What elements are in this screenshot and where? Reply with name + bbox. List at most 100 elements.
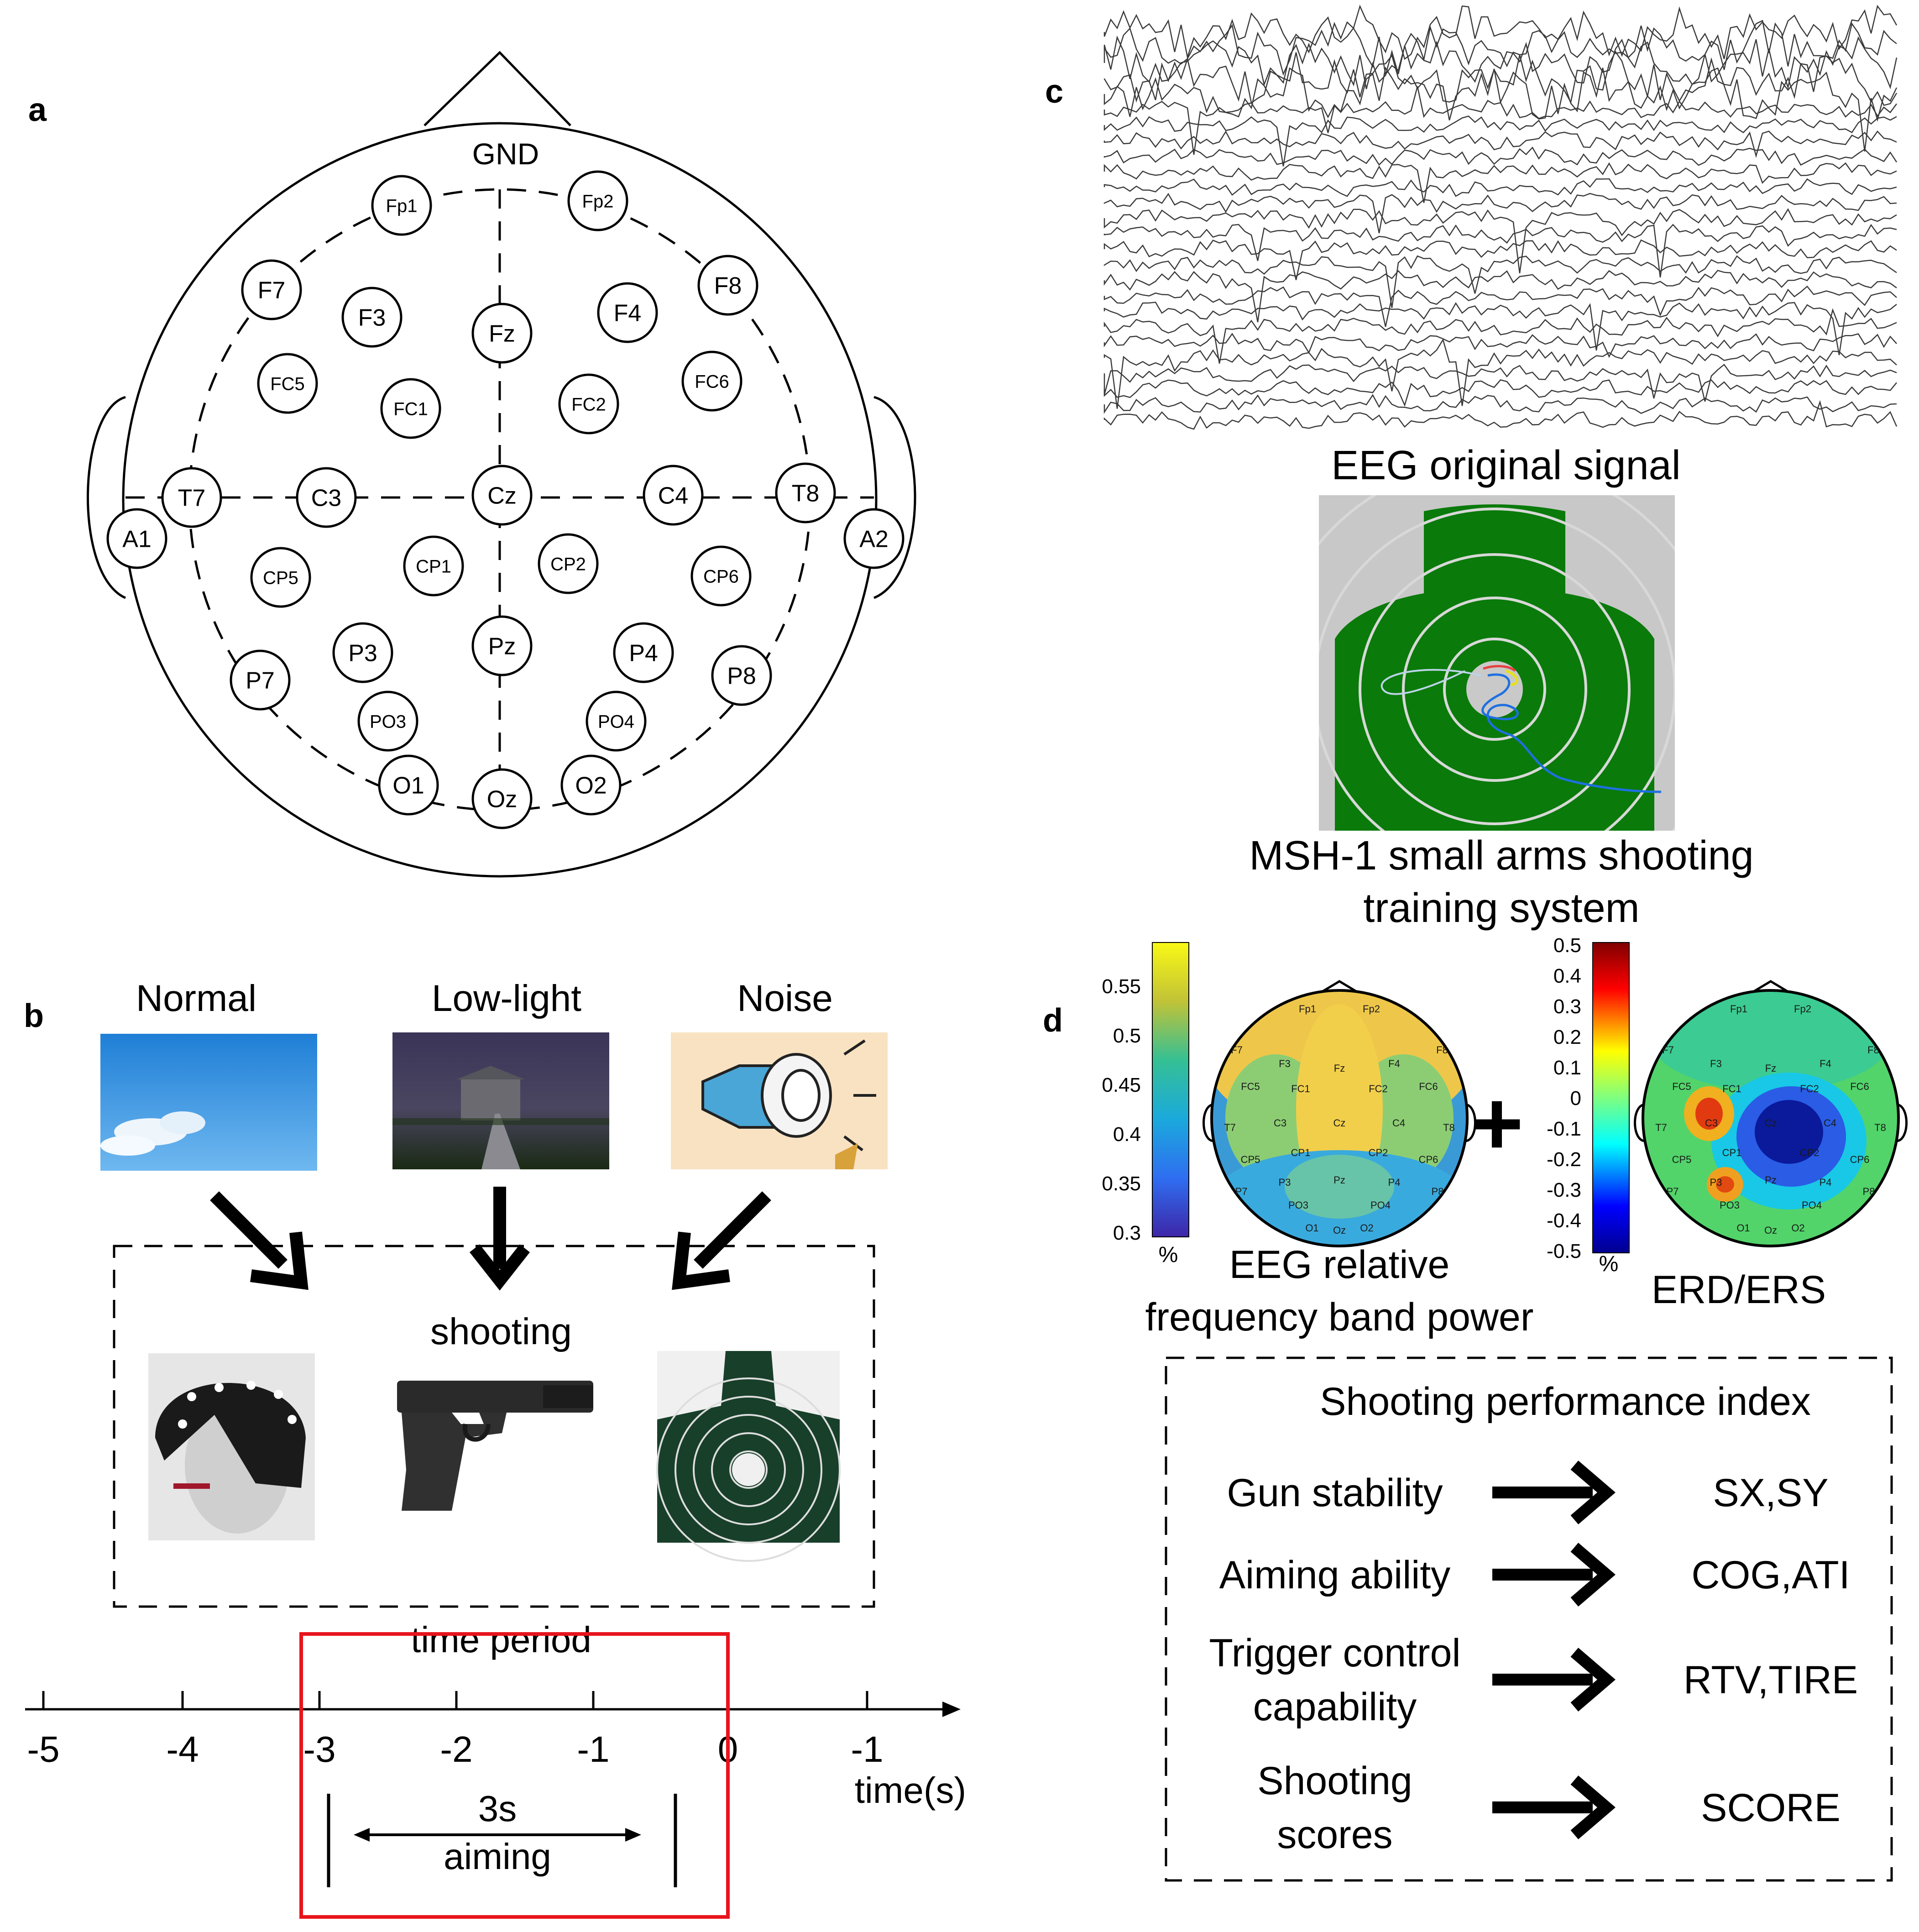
- colorbar-tick-label: 0: [1570, 1087, 1581, 1110]
- performance-index-name: scores: [1277, 1813, 1392, 1857]
- timeline-tick-label: -1: [851, 1729, 883, 1770]
- power-colorbar-unit: %: [1159, 1243, 1178, 1267]
- arrow-lowlight: [469, 1187, 530, 1291]
- performance-index-name: Trigger control: [1209, 1631, 1460, 1675]
- colorbar-tick-label: 0.45: [1102, 1074, 1141, 1096]
- topomap-electrode-label: FC1: [1722, 1083, 1741, 1094]
- topomap-electrode-label: O2: [1360, 1222, 1373, 1234]
- topomap-electrode-label: FC1: [1291, 1083, 1310, 1094]
- electrode-label: P7: [246, 668, 275, 694]
- electrode-f7: F7: [241, 259, 302, 320]
- aim-trajectory-hold: [1505, 670, 1518, 686]
- training-system-caption-line2: training system: [1363, 885, 1639, 931]
- electrode-fc1: FC1: [380, 378, 441, 439]
- condition-normal-label: Normal: [136, 978, 256, 1019]
- topomap-electrode-label: Oz: [1764, 1225, 1777, 1236]
- topomap-electrode-label: Cz: [1765, 1117, 1777, 1129]
- topomap-electrode-label: P4: [1388, 1177, 1401, 1188]
- performance-metrics: RTV,TIRE: [1684, 1658, 1858, 1702]
- electrode-cp2: CP2: [538, 533, 599, 594]
- electrode-cz: Cz: [471, 465, 533, 526]
- electrode-label: T7: [178, 485, 206, 512]
- electrode-label: F7: [258, 277, 286, 304]
- performance-row: Shooting scores SCORE: [1257, 1759, 1841, 1857]
- performance-index-name: Shooting: [1257, 1759, 1412, 1803]
- aiming-duration-label: 3s: [478, 1788, 517, 1829]
- electrode-cp1: CP1: [403, 535, 464, 597]
- electrode-label: C3: [311, 485, 341, 512]
- electrode-label: PO4: [598, 712, 634, 732]
- condition-lowlight-label: Low-light: [432, 978, 581, 1019]
- eeg-signal-area: [1104, 21, 1898, 440]
- eeg-channel-trace: [1103, 35, 1898, 90]
- power-colorbar-ticks: 0.550.50.450.40.350.3: [1102, 975, 1141, 1244]
- topomap-electrode-label: Pz: [1765, 1174, 1777, 1186]
- eeg-channel-trace: [1103, 147, 1898, 166]
- performance-metrics: SCORE: [1701, 1786, 1841, 1830]
- eeg-channel-trace: [1103, 193, 1897, 234]
- electrode-label: P3: [348, 640, 377, 667]
- electrode-label: O2: [575, 773, 607, 799]
- colorbar-tick-label: 0.3: [1113, 1222, 1141, 1244]
- topomap-electrode-label: Fp1: [1730, 1003, 1747, 1015]
- eeg-channel-trace: [1103, 115, 1897, 167]
- electrode-label: Oz: [487, 786, 517, 813]
- timeline-tick-label: -3: [303, 1729, 335, 1770]
- topomap-electrode-label: CP5: [1672, 1154, 1692, 1165]
- topomap-electrode-label: FC6: [1850, 1081, 1869, 1092]
- aiming-arrow-right-head: [625, 1828, 641, 1842]
- electrode-p8: P8: [711, 645, 772, 706]
- eeg-trace-group: [1103, 5, 1898, 430]
- eeg-channel-trace: [1103, 239, 1897, 280]
- electrode-f3: F3: [341, 287, 403, 348]
- colorbar-tick-label: 0.1: [1553, 1057, 1581, 1079]
- topomap-electrode-label: P3: [1710, 1177, 1722, 1188]
- electrode-oz: Oz: [471, 768, 533, 829]
- topomap-electrode-label: Oz: [1333, 1225, 1346, 1236]
- performance-metrics: COG,ATI: [1691, 1553, 1850, 1597]
- training-system-caption-line1: MSH-1 small arms shooting: [1249, 833, 1753, 879]
- electrode-fp2: Fp2: [567, 170, 628, 231]
- erd-colorbar-unit: %: [1599, 1252, 1619, 1276]
- topomap-electrode-label: T7: [1224, 1122, 1236, 1133]
- electrode-label: FC1: [393, 399, 428, 419]
- topomap-electrode-label: C3: [1274, 1117, 1286, 1129]
- performance-index-name: Aiming ability: [1219, 1553, 1451, 1597]
- topomap-electrode-label: F4: [1388, 1058, 1400, 1069]
- topomap-electrode-label: O2: [1791, 1222, 1804, 1234]
- topomap-electrode-label: P8: [1432, 1186, 1444, 1197]
- performance-arrow-head: [1570, 1648, 1616, 1712]
- electrode-label: Fp1: [386, 196, 418, 216]
- topomap-electrode-label: CP5: [1241, 1154, 1260, 1165]
- performance-index-name: capability: [1253, 1685, 1417, 1729]
- topomap-electrode-label: C4: [1392, 1117, 1405, 1129]
- erd-colorbar: [1592, 942, 1630, 1253]
- eeg-channel-trace: [1103, 66, 1898, 152]
- topomap-electrode-label: Fp2: [1794, 1003, 1811, 1015]
- eeg-channel-trace: [1103, 255, 1897, 308]
- sky-image: [100, 1034, 317, 1171]
- electrode-label: CP6: [703, 566, 739, 586]
- aiming-arrow-left-head: [354, 1828, 370, 1842]
- electrode-label: FC5: [270, 374, 305, 394]
- training-system-screen: [1319, 495, 1675, 831]
- performance-metrics: SX,SY: [1713, 1471, 1828, 1515]
- electrode-label: CP1: [416, 556, 451, 576]
- colorbar-tick-label: 0.4: [1553, 965, 1581, 987]
- performance-row: Trigger control capability RTV,TIRE: [1209, 1631, 1858, 1729]
- topomap-electrode-label: CP6: [1419, 1154, 1438, 1165]
- colorbar-tick-label: -0.4: [1547, 1209, 1581, 1232]
- panel-label-b: b: [24, 998, 44, 1034]
- topomap-electrode-label: Fp1: [1299, 1003, 1316, 1015]
- eeg-channel-trace: [1103, 333, 1897, 358]
- eeg-channel-trace: [1103, 285, 1897, 327]
- timeline-tick-label: -1: [577, 1729, 609, 1770]
- topomap-electrode-label: Cz: [1333, 1117, 1346, 1129]
- aim-trajectory: [1481, 673, 1662, 793]
- shooting-label: shooting: [430, 1311, 572, 1352]
- topomap-electrode-label: P4: [1820, 1177, 1832, 1188]
- eeg-channel-trace: [1103, 162, 1897, 203]
